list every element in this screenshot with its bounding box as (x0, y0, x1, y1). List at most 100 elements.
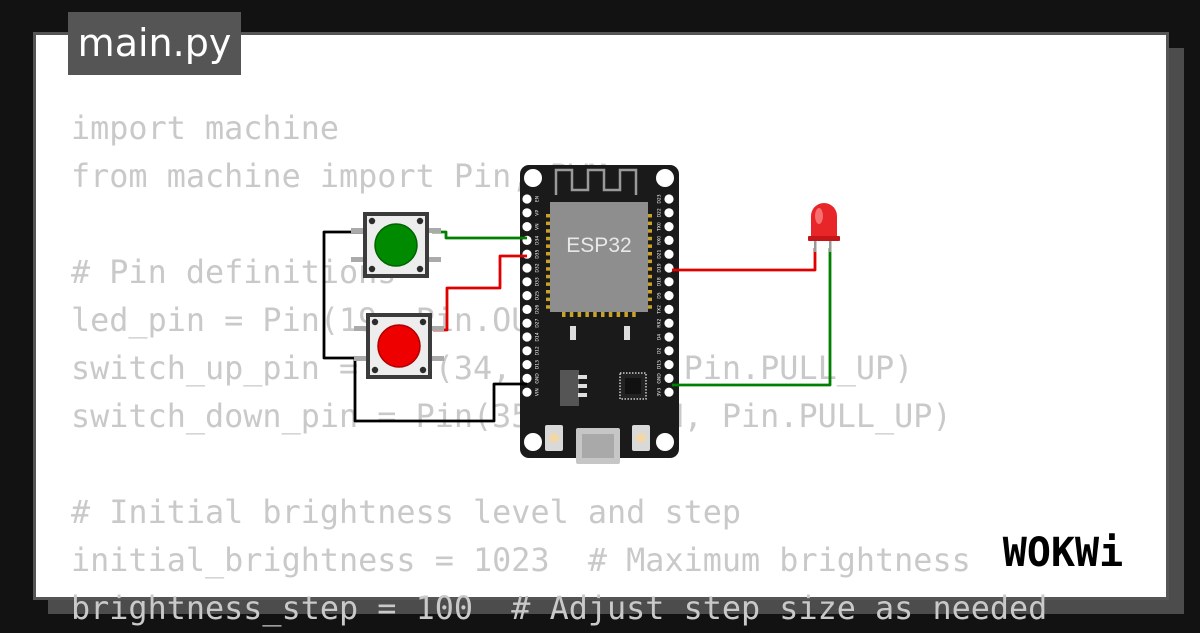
push-button-up[interactable] (351, 212, 441, 278)
wire-led-cathode[interactable] (672, 248, 832, 387)
led-highlight (815, 208, 823, 224)
pin-label: D35 (535, 249, 541, 258)
header-pin[interactable] (664, 291, 674, 301)
right-pin-header: D23D22TX0RX0D21D19D18D5TX2RX2D4D2D15GND3… (657, 194, 674, 397)
header-pin[interactable] (522, 194, 532, 204)
header-pin[interactable] (664, 235, 674, 245)
button-corner (416, 265, 424, 273)
header-pin[interactable] (664, 304, 674, 314)
pin-label: GND (657, 373, 663, 384)
header-pin[interactable] (522, 291, 532, 301)
header-pin[interactable] (522, 318, 532, 328)
header-pin[interactable] (664, 346, 674, 356)
castellation (577, 312, 582, 317)
regulator-pin (578, 375, 587, 379)
header-pin[interactable] (522, 387, 532, 397)
castellation (546, 267, 550, 271)
castellation (648, 229, 652, 233)
header-pin[interactable] (522, 360, 532, 370)
regulator-pin (578, 393, 587, 397)
push-button-down[interactable] (354, 313, 444, 379)
button-cap-green[interactable] (374, 223, 418, 267)
button-leg (427, 228, 441, 233)
castellation (648, 290, 652, 294)
pin-label: D22 (657, 208, 663, 217)
pin-label: D15 (657, 360, 663, 369)
castellation (608, 312, 613, 317)
header-pin[interactable] (522, 373, 532, 383)
wire-gnd-buttons[interactable] (322, 230, 366, 360)
header-pin[interactable] (522, 208, 532, 218)
header-pin[interactable] (522, 277, 532, 287)
castellation (648, 305, 652, 309)
header-pin[interactable] (664, 249, 674, 259)
castellation (648, 274, 652, 279)
header-pin[interactable] (664, 387, 674, 397)
file-tab[interactable]: main.py (68, 12, 241, 75)
header-pin[interactable] (522, 249, 532, 259)
circuit-diagram: ESP32 ENVPVND34D35D32D33D25D26D27D14D12D… (322, 165, 840, 464)
usb-port-inner (582, 434, 614, 458)
header-pin[interactable] (522, 263, 532, 273)
wire-led-anode[interactable] (672, 248, 817, 272)
header-pin[interactable] (664, 373, 674, 383)
header-pin[interactable] (522, 304, 532, 314)
esp32-board[interactable]: ESP32 ENVPVND34D35D32D33D25D26D27D14D12D… (520, 165, 679, 464)
castellation (546, 297, 550, 302)
smd-part (570, 326, 576, 340)
castellation (546, 290, 550, 294)
header-pin[interactable] (522, 222, 532, 232)
pin-label: D27 (535, 318, 541, 327)
castellation (546, 252, 550, 256)
header-pin[interactable] (664, 277, 674, 287)
castellation (601, 312, 605, 317)
wire-gnd-board[interactable] (353, 358, 527, 423)
pin-label: D5 (657, 292, 663, 298)
button-leg (430, 356, 444, 361)
header-pin[interactable] (664, 194, 674, 204)
button-corner (368, 217, 376, 225)
header-pin[interactable] (664, 332, 674, 342)
wire-red-button[interactable] (433, 254, 527, 332)
led-red[interactable] (808, 203, 840, 252)
castellation (648, 252, 652, 256)
button-leg (427, 257, 441, 262)
header-pin[interactable] (522, 346, 532, 356)
button-leg (354, 356, 368, 361)
header-pin[interactable] (664, 318, 674, 328)
header-pin[interactable] (522, 332, 532, 342)
castellation (546, 229, 550, 233)
wire-green-button[interactable] (432, 230, 527, 240)
mount-hole (524, 433, 542, 451)
code-line: brightness_step = 100 # Adjust step size… (71, 590, 1048, 627)
wires (322, 230, 832, 423)
regulator-pin (578, 384, 587, 388)
header-pin[interactable] (664, 263, 674, 273)
castellation (546, 221, 550, 226)
castellation (546, 236, 550, 241)
castellation (648, 259, 652, 264)
header-pin[interactable] (664, 360, 674, 370)
castellation (546, 305, 550, 309)
voltage-regulator (560, 370, 579, 406)
wokwi-logo: WOKWi (1003, 530, 1123, 576)
castellation (648, 297, 652, 302)
led-leg (829, 236, 832, 252)
smd-part (624, 326, 630, 340)
castellation (562, 312, 566, 317)
pin-label: D21 (657, 249, 663, 258)
header-pin[interactable] (664, 222, 674, 232)
castellation (616, 312, 621, 317)
pin-label: GND (535, 373, 541, 384)
button-cap-red[interactable] (377, 324, 421, 368)
castellation (624, 312, 628, 317)
mount-hole (656, 433, 674, 451)
castellation (569, 312, 574, 317)
pin-label: D12 (535, 346, 541, 355)
pin-label: D26 (535, 305, 541, 314)
pin-label: 3V3 (657, 388, 663, 397)
en-button-cap (549, 433, 559, 443)
code-line: initial_brightness = 1023 # Maximum brig… (71, 542, 971, 579)
mount-hole (656, 169, 674, 187)
header-pin[interactable] (664, 208, 674, 218)
